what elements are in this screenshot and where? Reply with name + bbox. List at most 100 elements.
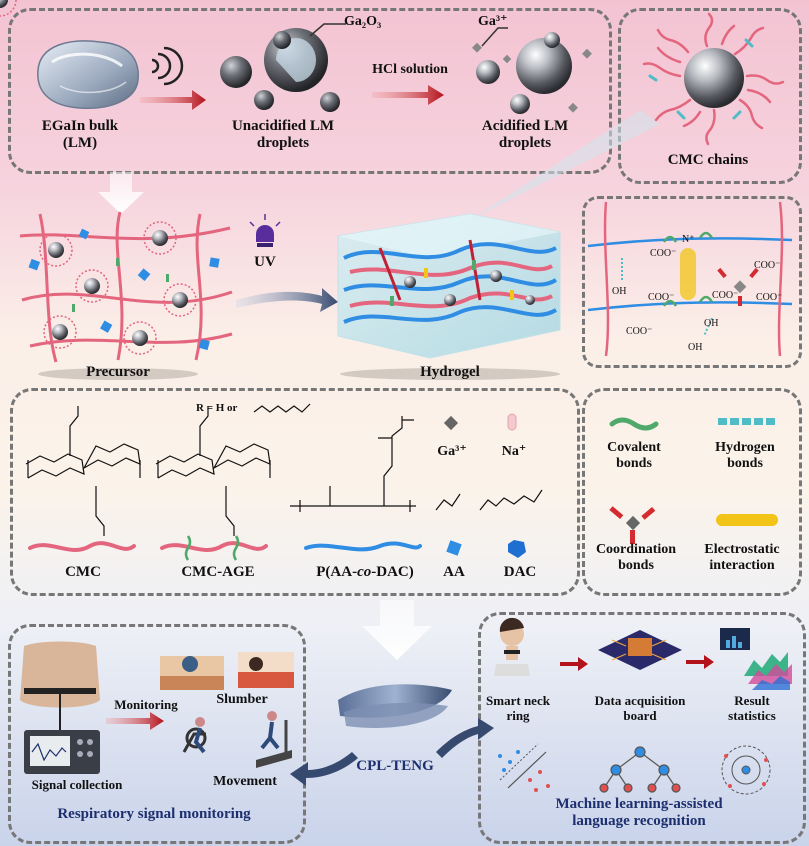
bond-label-coo-4: COO⁻ xyxy=(754,260,780,271)
unacidified-label: Unacidified LM droplets xyxy=(198,118,368,153)
bond-label-oh-1: OH xyxy=(612,286,626,297)
data-acquisition-board xyxy=(598,630,682,670)
cmc-structure xyxy=(25,406,141,536)
precursor-label: Precursor xyxy=(86,364,150,380)
movement-label: Movement xyxy=(213,774,277,789)
arrow-monitoring xyxy=(106,712,164,730)
paa-dac-suffix: -DAC) xyxy=(371,564,414,580)
na-ion-component-label: Na⁺ xyxy=(501,444,527,459)
bond-label-coo-6: COO⁻ xyxy=(626,326,652,337)
bond-label-oh-2: OH xyxy=(704,318,718,329)
acidified-droplets xyxy=(472,27,592,114)
result-statistics-label: Result statistics xyxy=(712,693,792,724)
egain-bulk-label: EGaIn bulk (LM) xyxy=(10,118,150,153)
precursor-shadow xyxy=(38,368,198,380)
ultrasound-icon xyxy=(151,46,184,86)
data-acquisition-line2: board xyxy=(623,707,657,723)
dac-glyph xyxy=(508,540,526,558)
na-ion-glyph xyxy=(507,413,517,431)
hydrogen-label: Hydrogen bonds xyxy=(700,440,790,472)
panel-respiratory xyxy=(8,624,306,844)
slumber-label: Slumber xyxy=(216,692,268,707)
electrostatic-glyph xyxy=(716,514,778,526)
covalent-label-line2: bonds xyxy=(616,456,652,472)
signal-collection-label: Signal collection xyxy=(31,777,123,792)
coordination-label-line2: bonds xyxy=(618,558,654,574)
panel-lm-preparation xyxy=(8,8,612,174)
sleeping-scene-1 xyxy=(160,656,224,690)
precursor-network xyxy=(0,0,233,363)
dac-monomer-structure xyxy=(479,489,543,511)
acidified-label-line1: Acidified LM xyxy=(481,118,569,134)
clustering-icon xyxy=(721,745,771,795)
aa-label: AA xyxy=(443,564,465,580)
paa-dac-label: P(AA-co-DAC) xyxy=(300,564,430,581)
ga-ion-label: Ga³⁺ xyxy=(478,14,508,29)
arrow-down-to-applications xyxy=(362,600,432,660)
cmc-age-structure xyxy=(155,403,311,536)
ga-ion-glyph xyxy=(443,415,459,431)
oscilloscope xyxy=(24,730,100,774)
human-torso xyxy=(20,641,100,730)
result-statistics-icon xyxy=(720,628,792,690)
unacidified-label-line2: droplets xyxy=(256,135,310,152)
egain-bulk-label-line2: (LM) xyxy=(62,135,98,152)
dac-label: DAC xyxy=(503,564,537,580)
hydrogen-label-line1: Hydrogen xyxy=(715,440,775,455)
decision-tree-icon xyxy=(599,746,681,793)
arrow-down-to-precursor xyxy=(98,172,144,214)
zoom-cone xyxy=(470,110,660,220)
cmc-age-label: CMC-AGE xyxy=(181,564,255,580)
bond-label-coo-2: COO⁻ xyxy=(648,292,674,303)
treadmill-scene xyxy=(256,711,292,768)
coordination-bond-glyph xyxy=(609,506,656,544)
ml-recognition-title: Machine learning-assisted language recog… xyxy=(480,796,798,831)
electrostatic-label-line2: interaction xyxy=(709,558,775,574)
monitoring-label: Monitoring xyxy=(114,697,178,712)
unacidified-droplets xyxy=(220,23,346,112)
chain-glyphs xyxy=(28,541,422,552)
bond-label-oh-3: OH xyxy=(688,342,702,353)
hydrogel-label: Hydrogel xyxy=(420,364,480,380)
arrow-board-to-result xyxy=(686,655,714,669)
exercise-bike-scene xyxy=(182,717,207,754)
cmc-coated-droplet xyxy=(642,12,785,146)
hydrogel-shadow xyxy=(340,368,560,380)
arrow-sonication xyxy=(140,90,206,110)
aa-glyph xyxy=(446,540,462,556)
ga-ion-component-label: Ga³⁺ xyxy=(437,444,467,459)
hydrogen-bond-glyph xyxy=(718,418,775,425)
uv-lamp-icon xyxy=(249,214,281,247)
ml-recognition-title-line1: Machine learning-assisted xyxy=(555,796,723,812)
arrow-to-language xyxy=(436,718,494,758)
cmc-chains-label: CMC chains xyxy=(667,152,749,168)
electrostatic-label: Electrostatic interaction xyxy=(690,542,794,574)
panel-legend xyxy=(582,388,802,596)
covalent-label: Covalent bonds xyxy=(594,440,674,472)
r-group-label: R = H or xyxy=(196,402,238,414)
cmc-age-crosslink-marks xyxy=(184,535,240,561)
smart-neck-ring-line2: ring xyxy=(506,707,530,723)
covalent-label-line1: Covalent xyxy=(607,440,661,455)
svm-plot-icon xyxy=(498,743,550,792)
hcl-label: HCl solution xyxy=(372,62,448,77)
arrow-acidification xyxy=(372,85,444,105)
smart-neck-ring-line1: Smart neck xyxy=(486,693,550,708)
oxide-label: Ga₂O₃ xyxy=(344,14,382,29)
hydrogel-block xyxy=(337,213,561,359)
result-statistics-line1: Result xyxy=(734,693,770,708)
ml-recognition-title-line2: language recognition xyxy=(572,813,706,830)
result-statistics-line2: statistics xyxy=(728,707,776,723)
bond-label-coo-3: COO⁻ xyxy=(712,290,738,301)
paa-dac-structure xyxy=(290,416,416,512)
coordination-label: Coordination bonds xyxy=(584,542,688,574)
coordination-label-line1: Coordination xyxy=(595,542,677,557)
smart-neck-ring-label: Smart neck ring xyxy=(478,693,558,724)
egain-bulk xyxy=(37,40,139,109)
cpl-teng-device xyxy=(338,684,452,728)
acidified-label-line2: droplets xyxy=(498,135,552,152)
paa-dac-prefix: P(AA- xyxy=(316,564,358,580)
panel-bond-detail xyxy=(582,196,802,368)
respiratory-title: Respiratory signal monitoring xyxy=(57,806,251,822)
